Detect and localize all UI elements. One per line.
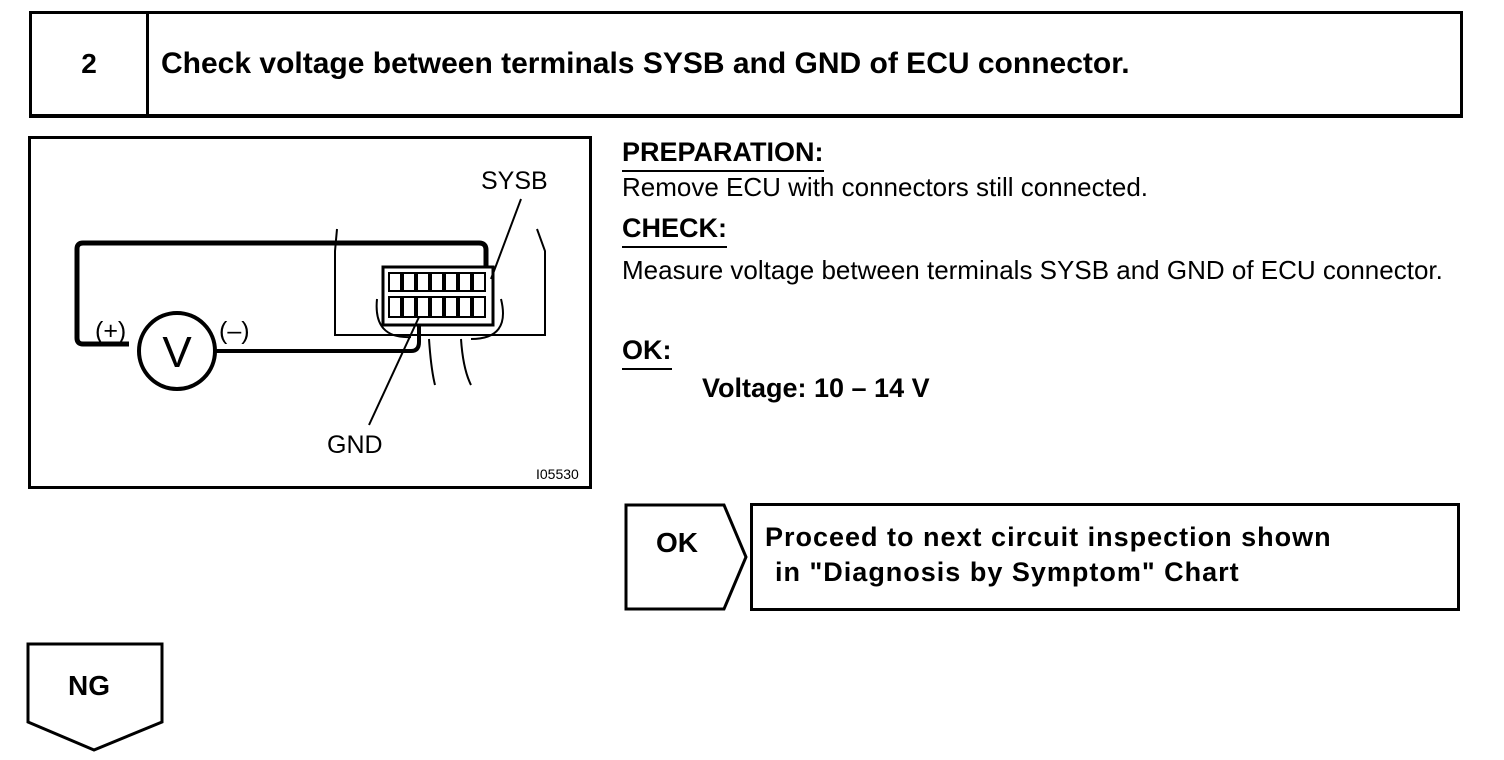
- positive-wire: [74, 240, 489, 347]
- check-text: Measure voltage between terminals SYSB a…: [622, 255, 1443, 285]
- check-heading: CHECK:: [622, 212, 727, 249]
- ok-result-line2: in "Diagnosis by Symptom" Chart: [775, 557, 1240, 588]
- negative-wire: [211, 309, 421, 353]
- check-section: CHECK:: [622, 212, 1462, 249]
- sysb-label: SYSB: [481, 167, 548, 195]
- ok-heading: OK:: [622, 334, 672, 371]
- voltmeter-diagram: V (+) (–) SYSB GND I05530: [74, 167, 579, 482]
- figure-id: I05530: [536, 466, 579, 482]
- gnd-label: GND: [327, 431, 383, 459]
- ok-result-line1: Proceed to next circuit inspection shown: [765, 522, 1332, 552]
- step-title: Check voltage between terminals SYSB and…: [161, 47, 1130, 80]
- preparation-heading: PREPARATION:: [622, 136, 824, 173]
- ok-badge: OK: [624, 503, 749, 611]
- ok-value: Voltage: 10 – 14 V: [702, 373, 930, 403]
- ok-result-box: Proceed to next circuit inspection shown…: [750, 503, 1460, 611]
- meter-symbol: V: [162, 328, 192, 377]
- step-number: 2: [32, 14, 149, 114]
- minus-label: (–): [219, 317, 250, 345]
- ng-label: NG: [68, 670, 110, 701]
- sysb-leader: [490, 198, 522, 280]
- gnd-leader: [368, 316, 420, 426]
- step-header: 2 Check voltage between terminals SYSB a…: [29, 11, 1463, 118]
- connector-terminals: [388, 272, 486, 318]
- plus-label: (+): [95, 317, 126, 345]
- ok-label: OK: [656, 527, 698, 558]
- wire-harness: [428, 338, 472, 386]
- ok-section: OK:: [622, 334, 1462, 371]
- wiring-figure: V (+) (–) SYSB GND I05530: [28, 136, 592, 489]
- ecu-housing: [334, 228, 546, 336]
- preparation-text: Remove ECU with connectors still connect…: [622, 172, 1149, 202]
- preparation-section: PREPARATION:: [622, 136, 1462, 173]
- ng-badge: NG: [26, 642, 164, 754]
- voltmeter-icon: [137, 311, 217, 391]
